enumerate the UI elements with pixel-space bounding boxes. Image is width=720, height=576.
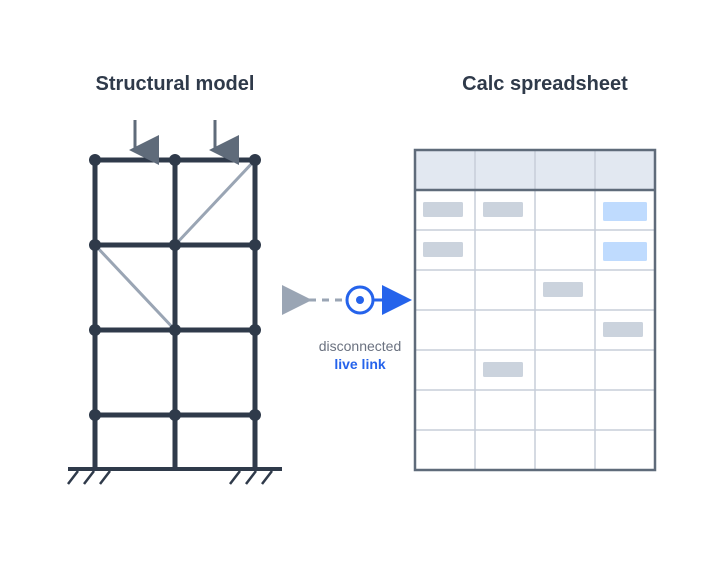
spreadsheet-filled-cells xyxy=(423,202,647,377)
cell-value xyxy=(423,242,463,257)
frame-nodes xyxy=(89,154,261,421)
link-status-live-link: live link xyxy=(334,356,386,372)
cell-value xyxy=(603,322,643,337)
link-status-disconnected: disconnected xyxy=(318,338,402,354)
ground-hatch xyxy=(67,470,273,485)
link-connector xyxy=(282,285,412,315)
brace-lower xyxy=(93,243,177,332)
spreadsheet-grid xyxy=(415,150,655,470)
cell-value xyxy=(483,202,523,217)
spreadsheet xyxy=(413,148,657,472)
linked-cell-value xyxy=(603,242,647,261)
cell-value xyxy=(483,362,523,377)
calc-spreadsheet-title: Calc spreadsheet xyxy=(462,73,628,95)
link-node-dot xyxy=(356,296,364,304)
link-status-label: disconnected live link xyxy=(300,337,420,373)
cell-value xyxy=(423,202,463,217)
spreadsheet-border xyxy=(413,148,657,472)
linked-cell-value xyxy=(603,202,647,221)
structural-model-title: Structural model xyxy=(95,73,255,95)
cell-value xyxy=(543,282,583,297)
brace-upper xyxy=(173,158,257,247)
structural-frame xyxy=(67,120,282,485)
